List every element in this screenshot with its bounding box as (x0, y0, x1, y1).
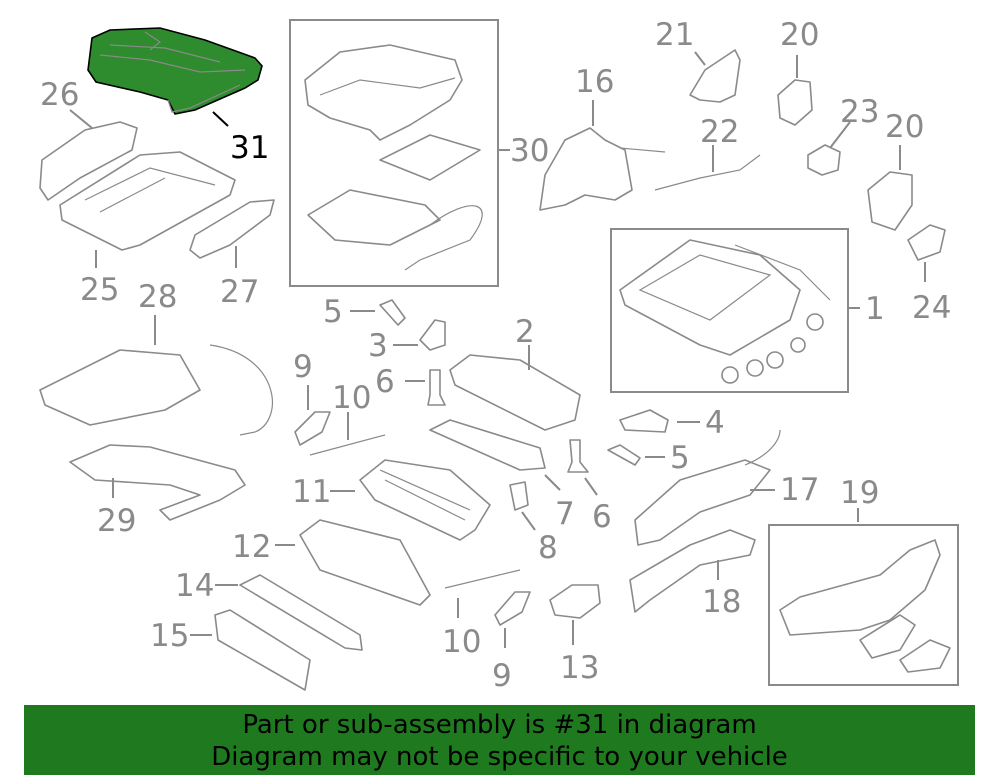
callout-20[interactable]: 20 (780, 17, 819, 53)
part-8[interactable] (509, 481, 529, 511)
callout-7[interactable]: 7 (555, 496, 575, 532)
callout-17[interactable]: 17 (780, 472, 819, 508)
callout-20-b[interactable]: 20 (885, 109, 924, 145)
callout-3[interactable]: 3 (368, 328, 388, 364)
callout-21[interactable]: 21 (655, 17, 694, 53)
callout-5[interactable]: 5 (323, 294, 343, 330)
part-23[interactable] (807, 144, 841, 176)
part-31-seat-cushion-highlighted[interactable] (87, 27, 263, 115)
part-5-bolt-lower[interactable] (607, 444, 641, 466)
part-12[interactable] (299, 519, 431, 606)
part-1-seat-frame[interactable] (619, 239, 801, 356)
part-30-sensor-mat[interactable] (307, 189, 441, 246)
group-box-1 (610, 228, 849, 393)
callout-11[interactable]: 11 (292, 474, 331, 510)
callout-15[interactable]: 15 (150, 618, 189, 654)
callout-4[interactable]: 4 (705, 405, 725, 441)
part-25[interactable] (59, 151, 236, 251)
part-7[interactable] (429, 419, 546, 471)
callout-31[interactable]: 31 (230, 130, 269, 166)
part-10-upper[interactable] (309, 434, 386, 456)
part-16[interactable] (539, 127, 633, 211)
callout-1[interactable]: 1 (865, 291, 885, 327)
part-14[interactable] (239, 574, 363, 651)
callout-9-b[interactable]: 9 (492, 658, 512, 694)
callout-27[interactable]: 27 (220, 274, 259, 310)
leader-31 (212, 111, 229, 127)
callout-22[interactable]: 22 (700, 114, 739, 150)
part-9-lower[interactable] (494, 591, 531, 626)
callout-6[interactable]: 6 (375, 364, 395, 400)
callout-25[interactable]: 25 (80, 272, 119, 308)
part-13[interactable] (549, 584, 601, 619)
callout-26[interactable]: 26 (40, 77, 79, 113)
callout-19[interactable]: 19 (840, 475, 879, 511)
notice-line-2: Diagram may not be specific to your vehi… (211, 742, 788, 772)
callout-13[interactable]: 13 (560, 650, 599, 686)
callout-24[interactable]: 24 (912, 290, 951, 326)
callout-10-b[interactable]: 10 (442, 624, 481, 660)
part-26[interactable] (39, 121, 138, 201)
part-2[interactable] (449, 354, 581, 431)
part-28[interactable] (39, 349, 201, 426)
part-20-upper[interactable] (777, 79, 813, 126)
part-22[interactable] (654, 154, 761, 191)
part-4[interactable] (619, 409, 669, 433)
part-19-switch[interactable] (899, 639, 951, 673)
group-box-19 (768, 524, 959, 686)
callout-5-b[interactable]: 5 (670, 440, 690, 476)
callout-28[interactable]: 28 (138, 279, 177, 315)
part-3[interactable] (419, 319, 446, 351)
notice-line-1: Part or sub-assembly is #31 in diagram (242, 710, 757, 740)
part-27[interactable] (189, 199, 275, 259)
callout-18[interactable]: 18 (702, 584, 741, 620)
part-6-stud-lower[interactable] (567, 439, 589, 473)
callout-6-b[interactable]: 6 (592, 499, 612, 535)
part-19-switch-bezel[interactable] (859, 614, 916, 659)
part-6-stud-upper[interactable] (427, 369, 446, 406)
callout-29[interactable]: 29 (97, 503, 136, 539)
callout-30[interactable]: 30 (510, 133, 549, 169)
callout-9[interactable]: 9 (293, 349, 313, 385)
callout-12[interactable]: 12 (232, 529, 271, 565)
part-18[interactable] (629, 529, 756, 613)
callout-2[interactable]: 2 (515, 314, 535, 350)
callout-16[interactable]: 16 (575, 64, 614, 100)
part-9-upper[interactable] (294, 411, 331, 446)
callout-10[interactable]: 10 (332, 380, 371, 416)
part-21[interactable] (689, 49, 741, 103)
part-29[interactable] (69, 444, 246, 521)
part-10-lower[interactable] (444, 569, 521, 589)
callout-14[interactable]: 14 (175, 568, 214, 604)
notice-banner: Part or sub-assembly is #31 in diagram D… (24, 705, 975, 775)
part-5-bolt-upper[interactable] (379, 299, 406, 326)
callout-8[interactable]: 8 (538, 530, 558, 566)
callout-23[interactable]: 23 (840, 94, 879, 130)
part-30-cushion[interactable] (304, 44, 463, 141)
part-15[interactable] (214, 609, 311, 691)
part-17[interactable] (634, 459, 771, 546)
group-box-30 (289, 19, 499, 287)
part-30-heater-pad[interactable] (379, 134, 481, 181)
part-20-lower[interactable] (867, 171, 913, 231)
part-19-side-shield[interactable] (779, 539, 941, 636)
part-24[interactable] (907, 224, 946, 261)
